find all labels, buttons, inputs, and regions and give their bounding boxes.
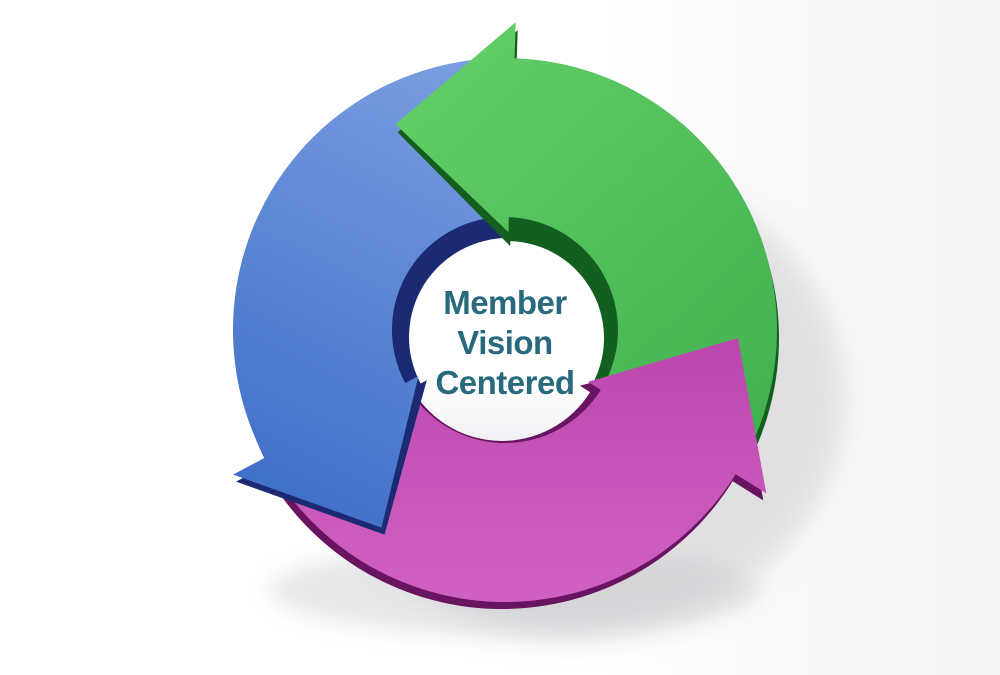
center-label-line-2: Vision	[457, 324, 553, 361]
center-label: Member Vision Centered	[5, 283, 1000, 403]
pink-arrow-head	[558, 338, 767, 571]
center-label-line-1: Member	[443, 284, 567, 321]
center-circle	[392, 217, 618, 443]
center-label-line-3: Centered	[435, 364, 575, 401]
